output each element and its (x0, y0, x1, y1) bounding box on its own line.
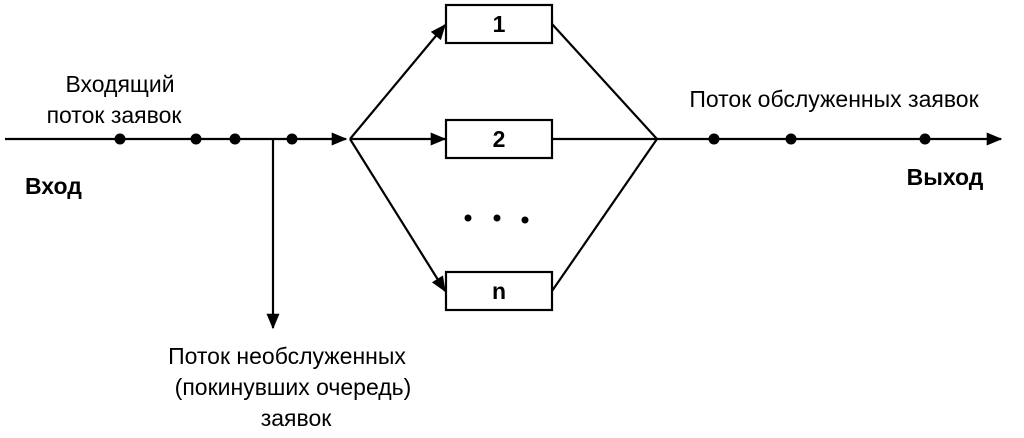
unserved-flow-label-line3: заявок (261, 405, 333, 431)
served-request-dot (708, 133, 720, 145)
ellipsis-dot (521, 216, 529, 224)
unserved-flow-label-line2: (покинувших очередь) (175, 374, 412, 400)
served-request-dot (785, 133, 797, 145)
incoming-request-dot (229, 133, 241, 145)
ellipsis-dot (493, 214, 501, 222)
channel-1-label: 1 (493, 11, 506, 37)
incoming-request-dot (190, 133, 202, 145)
exit-label: Выход (907, 164, 984, 190)
incoming-request-dot (114, 133, 126, 145)
channel-2-box (444, 118, 554, 160)
channel-2-label: 2 (493, 126, 506, 152)
served-request-dot (919, 133, 931, 145)
merge-from-channel-1 (551, 23, 658, 140)
incoming-flow-label-line2: поток заявок (47, 102, 183, 128)
merge-from-channel-n (551, 138, 658, 292)
entry-label: Вход (25, 173, 82, 199)
channel-1-box (444, 3, 554, 45)
incoming-request-dot (286, 133, 298, 145)
channel-n-box (444, 270, 554, 312)
served-flow-label: Поток обслуженных заявок (689, 86, 979, 112)
branch-to-channel-1 (349, 24, 446, 140)
incoming-flow-label-line1: Входящий (65, 71, 174, 97)
unserved-flow-label-line1: Поток необслуженных (168, 343, 406, 369)
channel-n-label: n (492, 278, 506, 304)
branch-to-channel-n (349, 138, 446, 293)
ellipsis-dot (464, 214, 472, 222)
